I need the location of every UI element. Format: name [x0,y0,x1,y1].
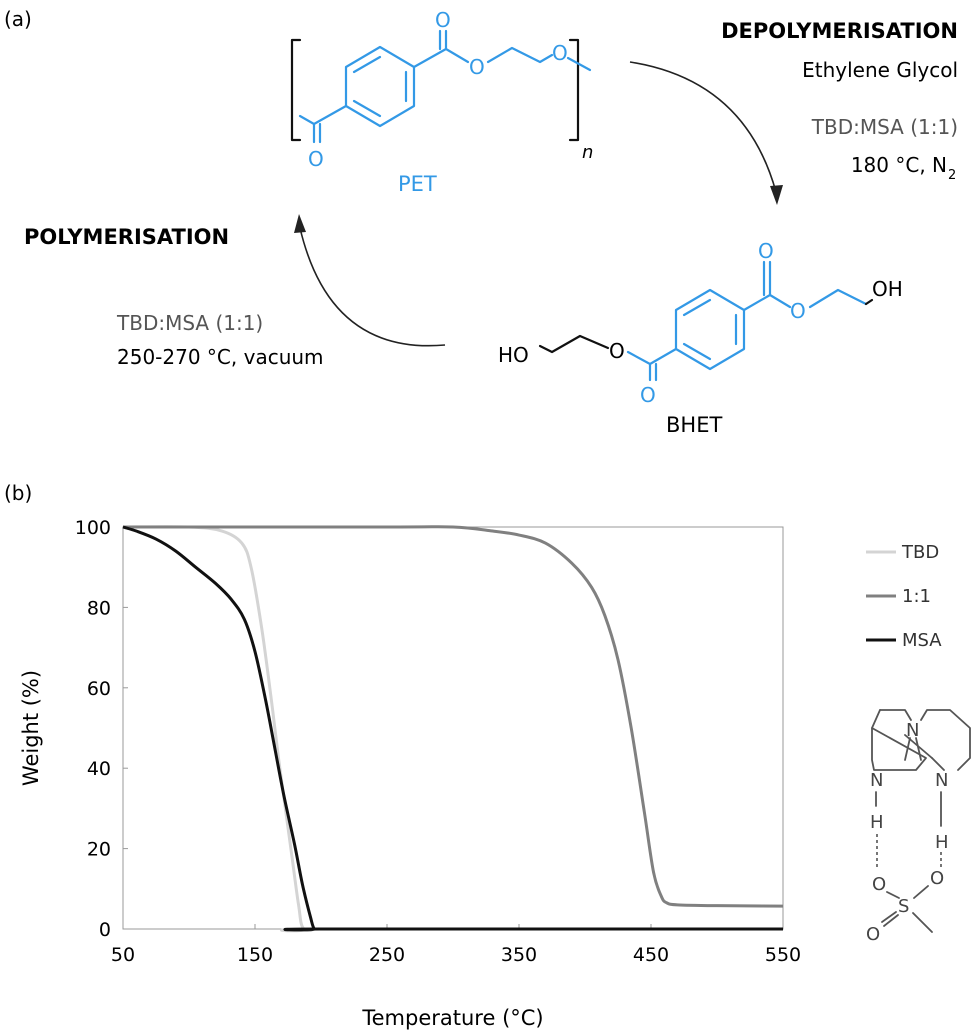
left-bracket [290,38,302,142]
y-tick-label: 80 [87,597,111,619]
depolymerisation-conditions-subscript: 2 [948,168,956,183]
depolymerisation-conditions: 180 °C, N [851,153,947,177]
bhet-name: BHET [666,413,722,437]
bhet-atom-ho: HO [498,343,529,367]
bhet-atom-o1: O [758,239,774,263]
polymerisation-arrow [299,227,446,347]
tga-chart: (b) 0 20 40 60 80 100 50 150 250 350 450 550 Tempe… [4,481,971,1030]
panel-a-label: (a) [4,7,32,31]
x-tick-label: 450 [633,944,669,966]
reaction-scheme: (a) O O O O n PET DEPOLYMERISATION Ethyl… [4,7,958,437]
series-lines [122,525,784,933]
bhet-structure: O O OH O O HO BHET [498,239,903,437]
pet-atom-o1: O [308,147,324,171]
tbd-atom-n1: N [906,720,919,741]
tbd-atom-h1: H [870,812,884,833]
msa-atom-o3: O [866,924,880,945]
plot-frame [122,526,784,930]
series-line-MSA [122,525,783,932]
tbd-atom-h2: H [935,832,949,853]
legend-label: TBD [901,542,939,563]
x-tick-label: 550 [765,944,801,966]
pet-structure: O O O O n PET [290,8,593,196]
bhet-atom-o6: O [609,339,625,363]
depolymerisation-catalyst: TBD:MSA (1:1) [811,115,958,139]
x-tick-label: 50 [111,944,135,966]
right-bracket [568,38,580,142]
depolymerisation-arrow [629,61,777,193]
msa-atom-s: S [898,896,909,917]
panel-b-label: (b) [4,481,32,505]
y-tick-label: 20 [87,839,111,861]
y-axis-label: Weight (%) [19,670,43,786]
bhet-atom-oh: OH [872,277,903,301]
y-tick-label: 40 [87,758,111,780]
y-tick-label: 60 [87,678,111,700]
msa-atom-o1: O [872,874,886,895]
polymerisation-title: POLYMERISATION [24,225,229,249]
series-line-1-1 [123,525,784,908]
polymerisation-catalyst: TBD:MSA (1:1) [116,311,263,335]
depolymerisation-reagent: Ethylene Glycol [802,58,958,82]
polymerisation-conditions: 250-270 °C, vacuum [117,345,324,369]
pet-atom-o3: O [469,55,485,79]
bhet-atom-o2: O [790,299,806,323]
y-tick-label: 100 [75,517,111,539]
pet-name: PET [398,172,437,196]
pet-atom-o4: O [552,41,568,65]
y-tick-label: 0 [99,919,111,941]
tbd-atom-n3: N [935,770,948,791]
bhet-atom-o5: O [640,383,656,407]
x-axis: 50 150 250 350 450 550 [111,924,801,966]
tbd-msa-structure: N N N H H O O S O [866,709,971,945]
x-tick-label: 150 [237,944,273,966]
depolymerisation-title: DEPOLYMERISATION [721,19,958,43]
pet-atom-o2: O [435,8,451,32]
x-tick-label: 250 [369,944,405,966]
y-axis: 0 20 40 60 80 100 [75,517,128,941]
legend-label: 1:1 [902,586,931,607]
pet-repeat-n: n [582,142,593,163]
x-axis-label: Temperature (°C) [361,1006,543,1030]
series-line-TBD [122,525,783,933]
msa-atom-o2: O [930,868,944,889]
x-tick-label: 350 [501,944,537,966]
legend-label: MSA [902,630,942,651]
tbd-atom-n2: N [870,770,883,791]
